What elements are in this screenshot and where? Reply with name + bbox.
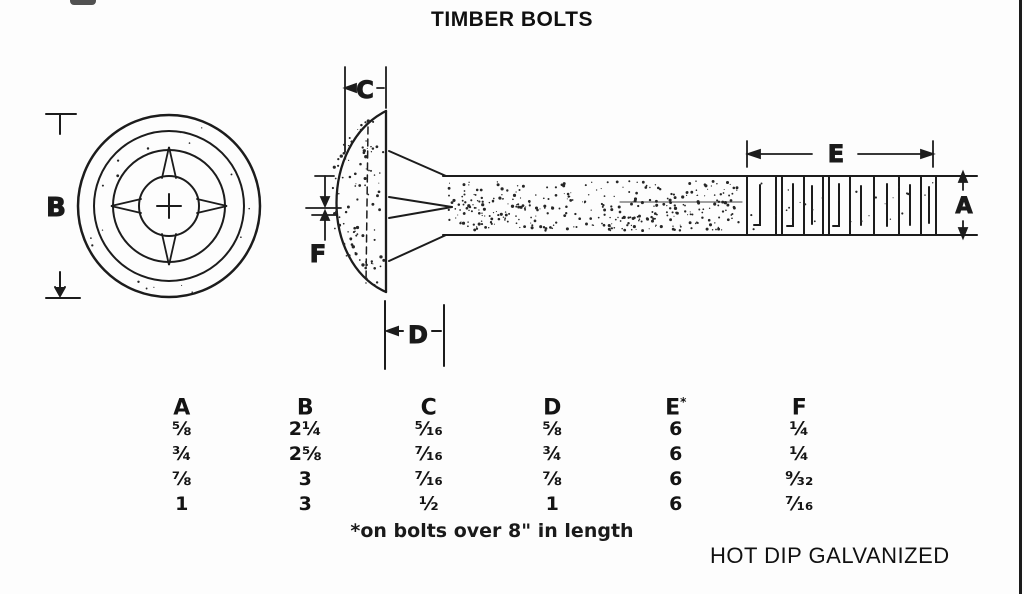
table-cell: ⅝ bbox=[542, 418, 563, 440]
table-cell: 6 bbox=[669, 418, 683, 440]
col-header-D: D bbox=[543, 395, 562, 421]
dim-label-C: C bbox=[356, 76, 374, 104]
col-header-F: F bbox=[791, 395, 807, 421]
table-cell: ⁵⁄₁₆ bbox=[414, 418, 443, 440]
stipple-texture bbox=[90, 119, 934, 293]
dim-F-marks bbox=[305, 175, 342, 241]
page-title: TIMBER BOLTS bbox=[431, 8, 593, 31]
table-cell: ⁷⁄₁₆ bbox=[414, 443, 443, 465]
dim-label-B: B bbox=[46, 193, 66, 223]
col-header-A: A bbox=[173, 395, 191, 421]
finish-note: HOT DIP GALVANIZED bbox=[710, 543, 950, 568]
table-cell: 2¼ bbox=[288, 418, 322, 440]
dim-C-marks bbox=[342, 66, 387, 153]
table-cell: 6 bbox=[669, 468, 683, 490]
dimension-table: A B C D E* F ⅝ 2¼ ⁵⁄₁₆ ⅝ 6 ¼ ¾ 2⅝ ⁷⁄₁₆ ¾… bbox=[120, 389, 862, 517]
thread-section bbox=[746, 176, 937, 235]
table-cell: ¾ bbox=[542, 443, 563, 465]
bolt-side-view: C F bbox=[305, 66, 979, 370]
table-cell: ¼ bbox=[789, 418, 810, 440]
table-cell: ⅝ bbox=[171, 418, 192, 440]
center-mark-icon bbox=[156, 193, 182, 219]
dim-A-marks bbox=[957, 169, 969, 241]
table-cell: ⁷⁄₁₆ bbox=[414, 468, 443, 490]
dim-label-A: A bbox=[955, 194, 972, 219]
dim-label-E: E bbox=[828, 140, 844, 168]
neck-and-fin bbox=[388, 150, 743, 262]
page-edge-line bbox=[1019, 0, 1022, 594]
dim-E-marks bbox=[745, 140, 936, 168]
table-cell: ⁹⁄₃₂ bbox=[785, 468, 814, 490]
table-cell: 1 bbox=[545, 493, 559, 515]
table-cell: 6 bbox=[669, 443, 683, 465]
table-cell: ¾ bbox=[171, 443, 192, 465]
bolt-drawing: B C bbox=[45, 66, 979, 370]
dim-B-marks bbox=[45, 113, 81, 299]
dim-label-F: F bbox=[310, 240, 326, 268]
col-header-E: E* bbox=[665, 395, 687, 421]
table-cell: 6 bbox=[669, 493, 683, 515]
col-header-C: C bbox=[420, 395, 437, 421]
dim-label-D: D bbox=[408, 321, 428, 349]
table-cell: ⅞ bbox=[171, 468, 192, 490]
table-cell: 2⅝ bbox=[288, 443, 322, 465]
table-cell: 3 bbox=[298, 468, 312, 490]
table-cell: ⁷⁄₁₆ bbox=[785, 493, 814, 515]
table-footnote: *on bolts over 8" in length bbox=[350, 520, 634, 542]
shank-outline bbox=[441, 174, 979, 237]
bolt-head-front-view: B bbox=[45, 113, 262, 299]
col-header-B: B bbox=[296, 395, 314, 421]
dim-D-marks bbox=[384, 300, 445, 370]
table-cell: ⅞ bbox=[542, 468, 563, 490]
table-cell: 3 bbox=[298, 493, 312, 515]
table-cell: 1 bbox=[175, 493, 189, 515]
table-cell: ½ bbox=[418, 493, 439, 515]
head-fins-icon bbox=[110, 146, 228, 266]
scan-artifact bbox=[70, 0, 96, 5]
table-cell: ¼ bbox=[789, 443, 810, 465]
